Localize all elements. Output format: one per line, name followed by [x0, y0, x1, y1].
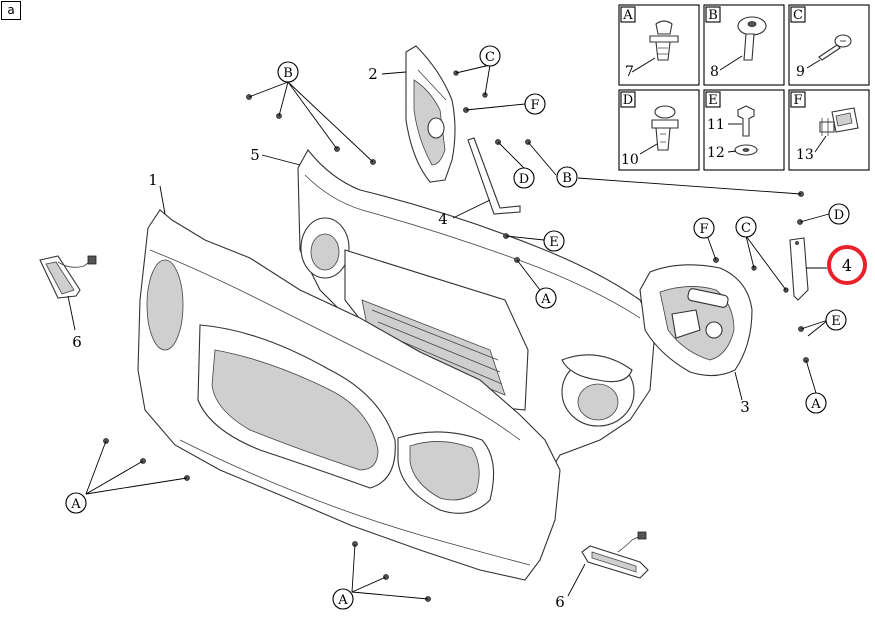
left-bracket	[405, 45, 456, 183]
fastener-balloons: B C F D B E A F C D E A A A	[65, 45, 850, 610]
balloon-d-right: D	[828, 203, 850, 225]
bumper-cover	[137, 209, 561, 581]
legend-box-c: C 9	[788, 4, 870, 86]
legend-part-number: 12	[707, 145, 725, 161]
legend-box-f: F 13	[788, 89, 870, 171]
legend-letter: E	[708, 93, 718, 108]
balloon-d-mid: D	[513, 167, 535, 189]
legend-part-number: 10	[621, 152, 639, 168]
balloon-c-right: C	[735, 216, 757, 238]
svg-text:E: E	[831, 314, 841, 329]
balloon-f-top: F	[524, 93, 546, 115]
part-label-grille-frame: 5	[250, 146, 260, 164]
svg-text:A: A	[810, 397, 821, 412]
svg-text:D: D	[519, 172, 529, 187]
legend-part-number: 7	[625, 64, 634, 80]
legend-letter: A	[622, 8, 633, 23]
legend-part-number: 9	[796, 64, 805, 80]
balloon-a-bottom: A	[332, 588, 354, 610]
side-marker-left	[39, 255, 97, 299]
legend-box-d: D 10	[618, 89, 700, 171]
balloon-e-right: E	[825, 309, 847, 331]
highlighted-part-callout: 4	[827, 245, 867, 285]
leader-lines	[67, 64, 830, 600]
legend-part-number: 8	[710, 64, 719, 80]
svg-text:A: A	[70, 497, 81, 512]
tree-clip-icon	[819, 107, 859, 136]
part-label-bumper-cover: 1	[148, 171, 158, 189]
svg-text:C: C	[485, 50, 495, 65]
part-label-reinforcement-strap: 4	[438, 210, 448, 228]
part-label-side-marker-left: 6	[72, 333, 82, 351]
balloon-f-right: F	[693, 217, 715, 239]
legend-box-b: B 8	[703, 4, 785, 86]
highlighted-part-number: 4	[842, 256, 852, 275]
bolt-washer-icon	[734, 105, 758, 156]
push-clip-icon	[649, 20, 679, 61]
balloon-c-top: C	[479, 45, 501, 67]
balloon-a-right: A	[805, 392, 827, 414]
legend-letter: F	[793, 93, 802, 108]
balloon-a-mid: A	[535, 287, 557, 309]
svg-text:A: A	[337, 593, 348, 608]
svg-text:C: C	[741, 221, 751, 236]
svg-text:E: E	[549, 235, 559, 250]
part-label-side-marker-right: 6	[555, 593, 565, 611]
side-marker-right	[581, 531, 649, 579]
svg-text:B: B	[562, 171, 572, 186]
rivet-icon	[737, 16, 767, 61]
legend-part-number: 11	[707, 117, 725, 133]
reinforcement-strap-mid	[467, 137, 521, 215]
balloon-a-left: A	[65, 492, 87, 514]
legend-letter: B	[708, 8, 718, 23]
legend-letter: D	[623, 93, 633, 108]
svg-text:D: D	[834, 208, 844, 223]
legend-box-e: E 11 12	[703, 89, 785, 171]
legend-letter: C	[793, 8, 803, 23]
figure-corner-label: a	[1, 1, 21, 20]
pin-clip-icon	[651, 105, 679, 151]
screw-icon	[818, 34, 852, 61]
balloon-e-mid: E	[543, 230, 565, 252]
grille-frame	[297, 149, 656, 482]
part-label-right-bracket: 3	[740, 398, 750, 416]
part-label-left-bracket: 2	[368, 65, 378, 83]
svg-text:F: F	[699, 222, 708, 237]
legend-part-number: 13	[796, 147, 814, 163]
balloon-b-top: B	[277, 61, 299, 83]
reinforcement-strap-right	[789, 237, 809, 301]
part-number-labels: 1 2 5 4 3 6 6	[72, 65, 750, 611]
svg-text:B: B	[283, 66, 293, 81]
balloon-b-mid: B	[556, 166, 578, 188]
svg-text:F: F	[530, 98, 539, 113]
legend-box-a: A 7	[618, 4, 700, 86]
right-bracket	[639, 264, 753, 377]
svg-text:A: A	[540, 292, 551, 307]
